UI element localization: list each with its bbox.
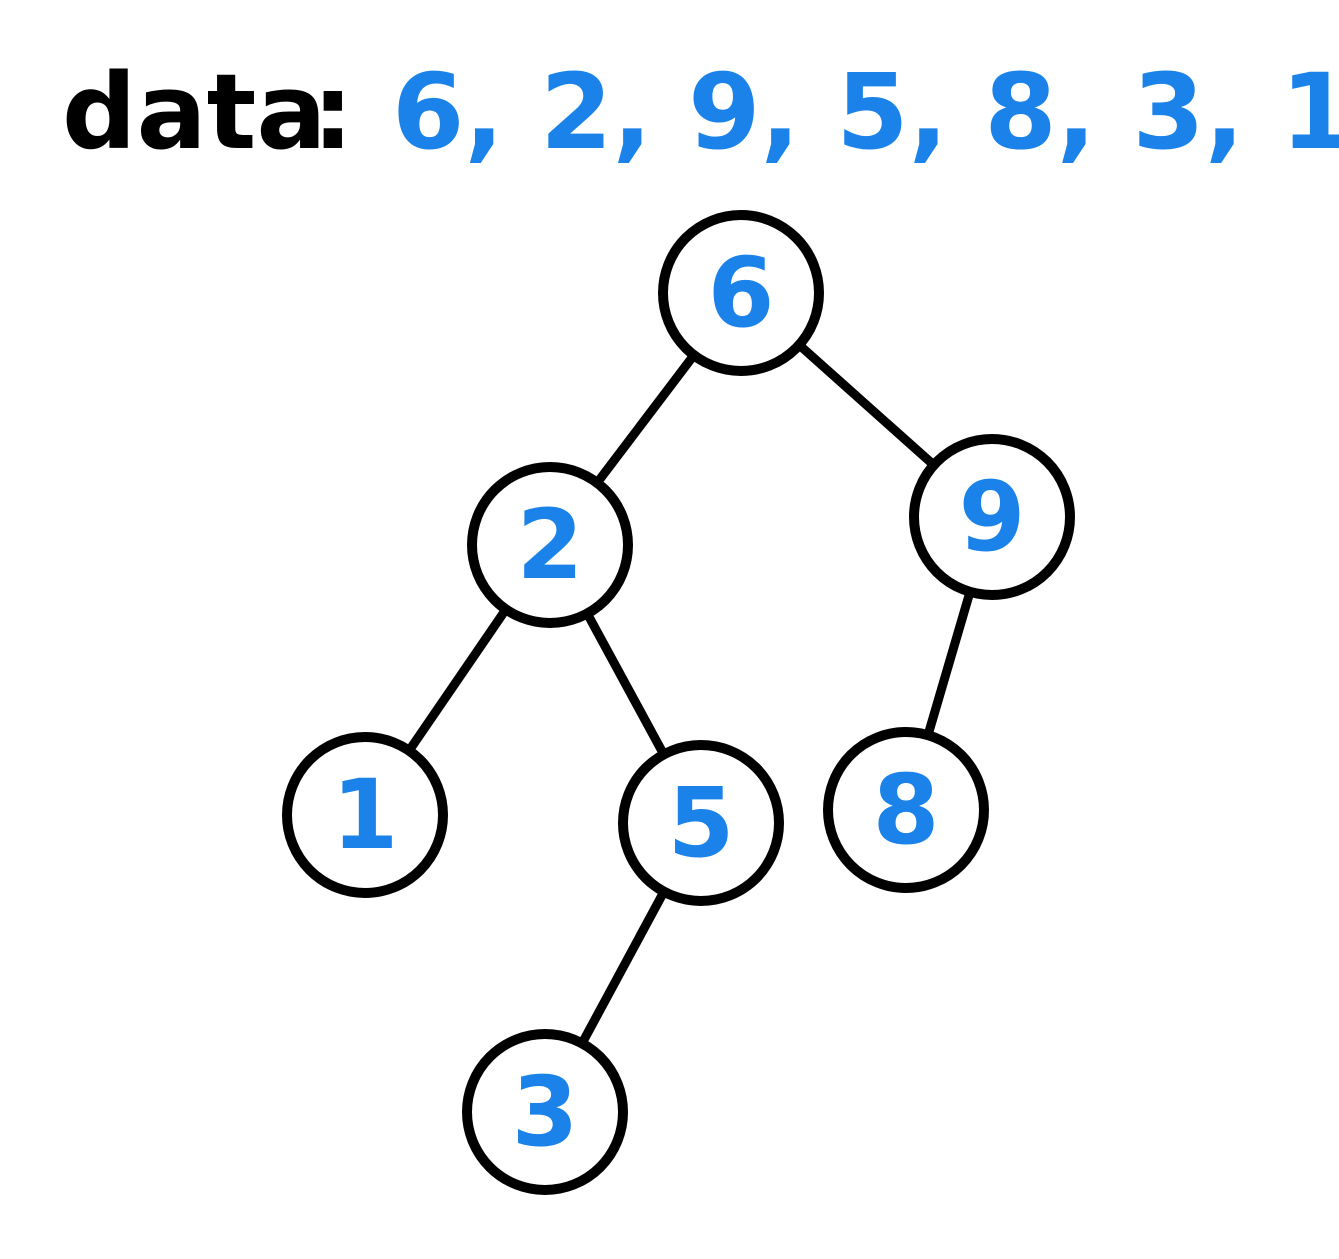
title-separator: : [312,51,354,173]
node-circle-9 [909,434,1075,600]
node-label-9: 9 [959,461,1026,573]
tree-node-3: 3 [462,1029,628,1195]
node-circle-8 [823,727,989,893]
tree-node-1: 1 [282,732,448,898]
node-label-3: 3 [512,1056,579,1168]
node-circle-5 [618,740,784,906]
node-circle-6 [658,210,824,376]
node-label-2: 2 [517,489,584,601]
node-circle-2 [467,462,633,628]
node-label-8: 8 [873,754,940,866]
node-label-6: 6 [708,237,775,349]
tree-edges [360,288,997,1117]
node-circle-1 [282,732,448,898]
tree-node-8: 8 [823,727,989,893]
title-sequence: 6, 2, 9, 5, 8, 3, 1 [392,51,1339,173]
tree-node-9: 9 [909,434,1075,600]
tree-node-5: 5 [618,740,784,906]
title-label: data [62,51,327,173]
tree-node-2: 2 [467,462,633,628]
tree-nodes: 6 2 9 1 5 8 3 [282,210,1075,1195]
node-label-1: 1 [332,759,399,871]
node-label-5: 5 [668,767,735,879]
tree-node-6: 6 [658,210,824,376]
node-circle-3 [462,1029,628,1195]
title: data : 6, 2, 9, 5, 8, 3, 1 [62,51,1339,173]
